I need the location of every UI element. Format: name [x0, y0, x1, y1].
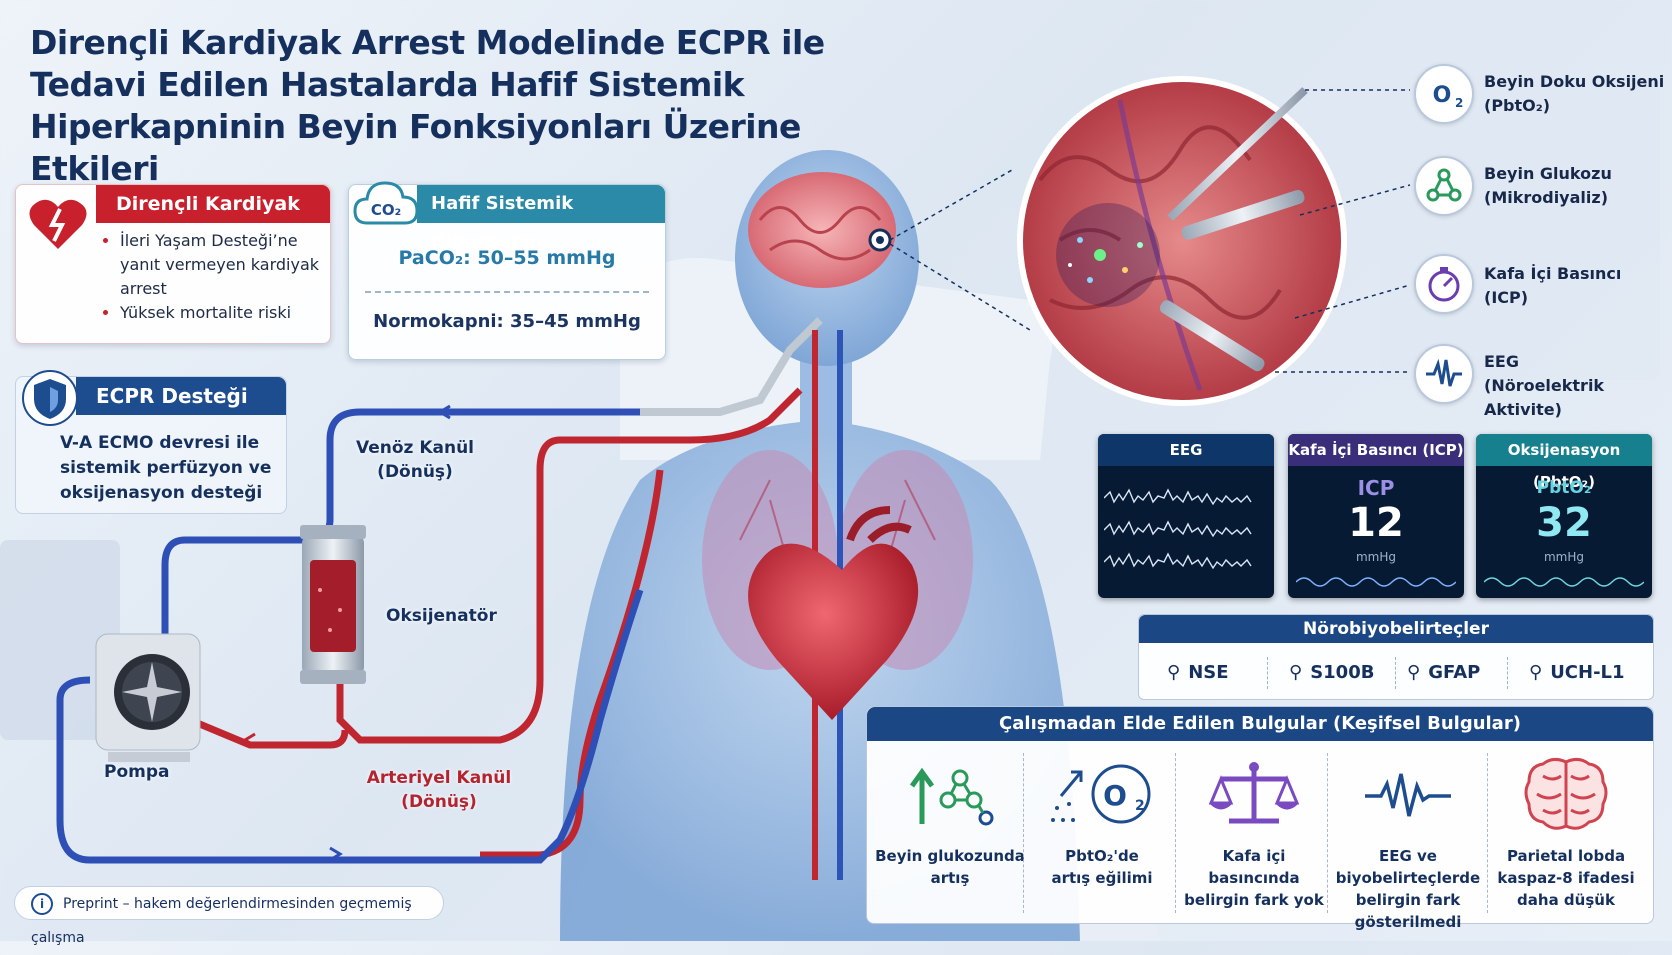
neurobiomarkers-heading: Nörobiyobelirteçler [1139, 615, 1653, 643]
icp-monitor: Kafa İçi Basıncı (ICP) ICP 12 mmHg [1288, 434, 1464, 598]
svg-text:O: O [1103, 779, 1127, 812]
ecpr-heading: ECPR Desteği [76, 377, 286, 415]
icp-waveform [1296, 577, 1456, 587]
divider [365, 291, 649, 293]
sensor-label-pbto2: Beyin Doku Oksijeni (PbtO₂) [1484, 72, 1665, 115]
o2-trend-icon: O 2 [1027, 755, 1177, 835]
pump-label: Pompa [104, 762, 170, 782]
refractory-arrest-heading: Dirençli Kardiyak Arrest [96, 185, 330, 253]
ecpr-support-card: ECPR Desteği V-A ECMO devresi ile sistem… [15, 370, 287, 514]
oxygenator-device [300, 525, 366, 684]
glucose-molecule-icon [1414, 156, 1474, 216]
venous-line-lower [56, 588, 644, 864]
biomarker-icon: ⚲ [1289, 661, 1303, 683]
divider [1487, 753, 1488, 913]
info-icon: i [31, 893, 53, 915]
co2-cloud-icon: CO₂ [353, 175, 419, 241]
finding-text: EEG ve biyobelirteçlerde belirgin fark g… [1335, 847, 1481, 931]
svg-text:O: O [1433, 83, 1452, 108]
arterial-cannula-label: Arteriyel Kanül (Dönüş) [366, 768, 512, 812]
svg-text:2: 2 [1135, 798, 1145, 814]
page-title: Dirençli Kardiyak Arrest Modelinde ECPR … [30, 23, 825, 188]
heart [748, 543, 919, 720]
icp-unit: mmHg [1355, 550, 1397, 564]
finding-text: Beyin glukozunda artış [875, 847, 1025, 887]
venous-cannula-label: Venöz Kanül (Dönüş) [355, 438, 475, 482]
eeg-wave-icon [1414, 344, 1474, 404]
oxygenator-label: Oksijenatör [386, 606, 497, 626]
paco2-range: PaCO₂: 50–55 mmHg [398, 247, 616, 269]
normocapnia-range: Normokapni: 35–45 mmHg [373, 311, 641, 332]
biomarker-s100b: ⚲S100B [1289, 661, 1375, 683]
finding-text: PbtO₂'de artış eğilimi [1051, 847, 1153, 887]
arrest-bullet: Yüksek mortalite riski [120, 301, 325, 325]
balance-scale-icon [1179, 755, 1329, 835]
divider [1023, 753, 1024, 913]
eeg-wave-icon [1333, 755, 1483, 835]
eeg-monitor: EEG [1098, 434, 1274, 598]
pressure-gauge-icon [1414, 254, 1474, 314]
eeg-traces [1104, 488, 1252, 570]
icp-monitor-title: ICP [1357, 476, 1395, 500]
arrest-bullet: İleri Yaşam Desteği’ne yanıt vermeyen ka… [120, 229, 325, 301]
probe-2 [1181, 190, 1305, 240]
divider [1175, 753, 1176, 913]
eeg-monitor-header: EEG [1098, 434, 1274, 466]
biomarker-icon: ⚲ [1407, 661, 1421, 683]
broken-heart-icon [28, 195, 88, 257]
biomarker-icon: ⚲ [1529, 661, 1543, 683]
sensor-label-glucose: Beyin Glukozu (Mikrodiyaliz) [1484, 164, 1612, 207]
brain-icon [1491, 755, 1641, 835]
icp-monitor-header: Kafa İçi Basıncı (ICP) [1288, 434, 1464, 466]
hypercapnia-card: CO₂ Hafif Sistemik Hiperkapni PaCO₂: 50–… [348, 181, 666, 360]
finding-text: Parietal lobda kaspaz-8 ifadesi daha düş… [1497, 847, 1635, 909]
findings-panel: Çalışmadan Elde Edilen Bulgular (Keşifse… [866, 706, 1654, 931]
icp-value: 12 [1348, 500, 1404, 546]
sensor-label-eeg: EEG (Nöroelektrik Aktivite) [1484, 352, 1605, 419]
pump-to-oxygenator-line [188, 716, 349, 749]
svg-text:2: 2 [1455, 96, 1463, 110]
divider [1395, 657, 1396, 689]
divider [1327, 753, 1328, 913]
pbto2-monitor-title: PbtO₂ [1536, 478, 1592, 498]
shield-icon [22, 369, 78, 431]
arterial-line-lower [480, 469, 664, 859]
pbto2-monitor-header: Oksijenasyon (PbtO₂) [1476, 434, 1652, 491]
divider [1267, 657, 1268, 689]
biomarker-gfap: ⚲GFAP [1407, 661, 1481, 683]
probe-3 [1159, 300, 1265, 372]
refractory-arrest-bullets: İleri Yaşam Desteği’ne yanıt vermeyen ka… [106, 229, 325, 325]
biomarker-nse: ⚲NSE [1167, 661, 1229, 683]
ecpr-description: V-A ECMO devresi ile sistemik perfüzyon … [60, 433, 272, 503]
findings-heading: Çalışmadan Elde Edilen Bulgular (Keşifse… [867, 707, 1653, 741]
svg-text:CO₂: CO₂ [371, 201, 401, 219]
sensor-label-icp: Kafa İçi Basıncı (ICP) [1484, 264, 1622, 307]
pbto2-value: 32 [1536, 500, 1592, 546]
biomarker-icon: ⚲ [1167, 661, 1181, 683]
hypercapnia-heading: Hafif Sistemik Hiperkapni [417, 185, 665, 252]
pump-device [95, 633, 201, 762]
probe-1 [1167, 87, 1308, 221]
pbto2-unit: mmHg [1543, 550, 1585, 564]
pbto2-waveform [1484, 577, 1644, 587]
pbto2-monitor: Oksijenasyon (PbtO₂) PbtO₂ 32 mmHg [1476, 434, 1652, 598]
divider [1507, 657, 1508, 689]
refractory-arrest-card: Dirençli Kardiyak Arrest İleri Yaşam Des… [15, 184, 331, 344]
biomarker-uchl1: ⚲UCH-L1 [1529, 661, 1625, 683]
neurobiomarkers-panel: Nörobiyobelirteçler ⚲NSE ⚲S100B ⚲GFAP ⚲U… [1138, 614, 1654, 700]
arterial-line-upper [336, 387, 803, 744]
brain [748, 172, 896, 288]
finding-text: Kafa içi basıncında belirgin fark yok [1184, 847, 1324, 909]
brain-tissue-zoom [1017, 76, 1347, 406]
glucose-up-icon [875, 755, 1025, 835]
